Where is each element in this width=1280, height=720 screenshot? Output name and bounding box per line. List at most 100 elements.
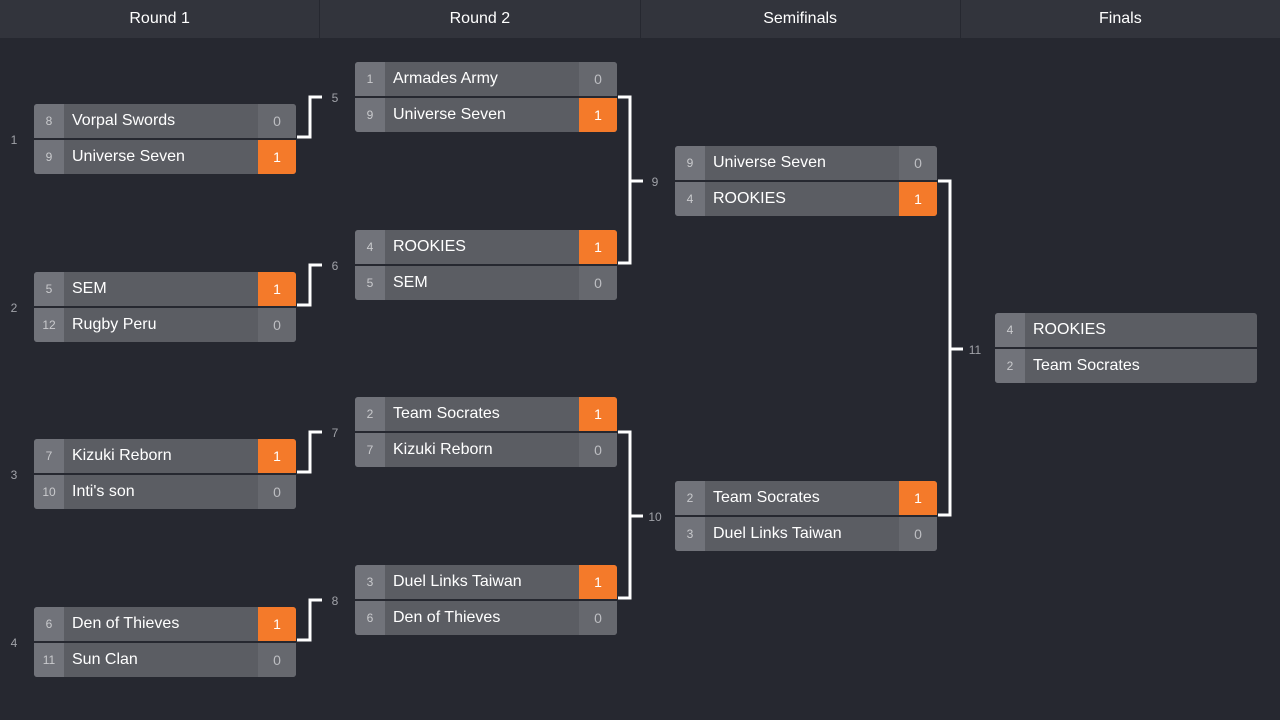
score: 0: [579, 433, 617, 467]
match-row[interactable]: 4 ROOKIES 1: [355, 230, 617, 264]
match-card-semi-1[interactable]: 9 Universe Seven 0 4 ROOKIES 1: [675, 146, 937, 216]
connector-r2-top: [618, 95, 632, 265]
team-name: SEM: [393, 274, 428, 291]
match-row[interactable]: 12 Rugby Peru 0: [34, 308, 296, 342]
score: 0: [579, 266, 617, 300]
match-number: 10: [648, 510, 662, 524]
score-winner: 1: [258, 607, 296, 641]
match-row[interactable]: 10 Inti's son 0: [34, 475, 296, 509]
match-card-r2-3[interactable]: 2 Team Socrates 1 7 Kizuki Reborn 0: [355, 397, 617, 467]
score-winner: 1: [579, 397, 617, 431]
seed-number: 3: [675, 517, 705, 551]
seed-number: 9: [355, 98, 385, 132]
match-card-r1-4[interactable]: 6 Den of Thieves 1 11 Sun Clan 0: [34, 607, 296, 677]
match-row[interactable]: 3 Duel Links Taiwan 1: [355, 565, 617, 599]
score-winner: 1: [899, 481, 937, 515]
score-winner: 1: [258, 140, 296, 174]
match-number: 9: [651, 175, 659, 189]
match-row[interactable]: 7 Kizuki Reborn 0: [355, 433, 617, 467]
seed-number: 2: [675, 481, 705, 515]
match-row[interactable]: 5 SEM 0: [355, 266, 617, 300]
team-name: Duel Links Taiwan: [713, 525, 842, 542]
match-number: 11: [968, 343, 982, 357]
match-row[interactable]: 11 Sun Clan 0: [34, 643, 296, 677]
seed-number: 8: [34, 104, 64, 138]
connector-semi: [938, 179, 952, 517]
round-header: Round 1 Round 2 Semifinals Finals: [0, 0, 1280, 38]
score-winner: 1: [258, 439, 296, 473]
team-name: Team Socrates: [713, 489, 820, 506]
seed-number: 5: [355, 266, 385, 300]
score-winner: 1: [579, 98, 617, 132]
match-row[interactable]: 4 ROOKIES: [995, 313, 1257, 347]
match-card-r1-3[interactable]: 7 Kizuki Reborn 1 10 Inti's son 0: [34, 439, 296, 509]
team-name: Universe Seven: [393, 106, 506, 123]
match-number: 3: [10, 468, 18, 482]
score: 0: [899, 146, 937, 180]
match-card-semi-2[interactable]: 2 Team Socrates 1 3 Duel Links Taiwan 0: [675, 481, 937, 551]
seed-number: 10: [34, 475, 64, 509]
match-row[interactable]: 9 Universe Seven 1: [34, 140, 296, 174]
match-number: 5: [331, 91, 339, 105]
match-card-r2-4[interactable]: 3 Duel Links Taiwan 1 6 Den of Thieves 0: [355, 565, 617, 635]
match-row[interactable]: 9 Universe Seven 0: [675, 146, 937, 180]
match-number: 7: [331, 426, 339, 440]
match-row[interactable]: 1 Armades Army 0: [355, 62, 617, 96]
team-name: SEM: [72, 280, 107, 297]
seed-number: 4: [995, 313, 1025, 347]
match-number: 2: [10, 301, 18, 315]
seed-number: 7: [355, 433, 385, 467]
match-row[interactable]: 3 Duel Links Taiwan 0: [675, 517, 937, 551]
seed-number: 6: [355, 601, 385, 635]
seed-number: 2: [995, 349, 1025, 383]
match-number: 4: [10, 636, 18, 650]
match-row[interactable]: 9 Universe Seven 1: [355, 98, 617, 132]
seed-number: 2: [355, 397, 385, 431]
match-row[interactable]: 4 ROOKIES 1: [675, 182, 937, 216]
semifinals-header: Semifinals: [641, 0, 961, 38]
match-number: 1: [10, 133, 18, 147]
match-card-final[interactable]: 4 ROOKIES 2 Team Socrates: [995, 313, 1257, 383]
connector-r1-m4: [297, 598, 322, 642]
team-name: Den of Thieves: [72, 615, 180, 632]
team-name: Kizuki Reborn: [393, 441, 493, 458]
score: 0: [258, 104, 296, 138]
match-row[interactable]: 6 Den of Thieves 1: [34, 607, 296, 641]
match-number: 6: [331, 259, 339, 273]
team-name: Team Socrates: [393, 405, 500, 422]
match-row[interactable]: 8 Vorpal Swords 0: [34, 104, 296, 138]
seed-number: 7: [34, 439, 64, 473]
match-row[interactable]: 5 SEM 1: [34, 272, 296, 306]
match-row[interactable]: 6 Den of Thieves 0: [355, 601, 617, 635]
score-winner: 1: [579, 230, 617, 264]
match-row[interactable]: 2 Team Socrates 1: [675, 481, 937, 515]
score-winner: 1: [899, 182, 937, 216]
connector-r1-m2: [297, 263, 322, 307]
score: 0: [258, 475, 296, 509]
team-name: Vorpal Swords: [72, 112, 176, 129]
seed-number: 4: [355, 230, 385, 264]
score: 0: [899, 517, 937, 551]
team-name: Inti's son: [72, 483, 135, 500]
round-1-header: Round 1: [0, 0, 321, 38]
seed-number: 11: [34, 643, 64, 677]
match-row[interactable]: 2 Team Socrates: [995, 349, 1257, 383]
seed-number: 12: [34, 308, 64, 342]
finals-header: Finals: [1099, 10, 1142, 27]
seed-number: 4: [675, 182, 705, 216]
match-row[interactable]: 2 Team Socrates 1: [355, 397, 617, 431]
match-card-r2-2[interactable]: 4 ROOKIES 1 5 SEM 0: [355, 230, 617, 300]
connector-r1-m1: [297, 95, 322, 139]
seed-number: 5: [34, 272, 64, 306]
team-name: Team Socrates: [1033, 357, 1140, 374]
round-2-header: Round 2: [320, 0, 641, 38]
match-card-r1-1[interactable]: 8 Vorpal Swords 0 9 Universe Seven 1: [34, 104, 296, 174]
match-card-r1-2[interactable]: 5 SEM 1 12 Rugby Peru 0: [34, 272, 296, 342]
team-name: Rugby Peru: [72, 316, 157, 333]
match-row[interactable]: 7 Kizuki Reborn 1: [34, 439, 296, 473]
match-card-r2-1[interactable]: 1 Armades Army 0 9 Universe Seven 1: [355, 62, 617, 132]
team-name: ROOKIES: [713, 190, 786, 207]
team-name: Duel Links Taiwan: [393, 573, 522, 590]
seed-number: 3: [355, 565, 385, 599]
